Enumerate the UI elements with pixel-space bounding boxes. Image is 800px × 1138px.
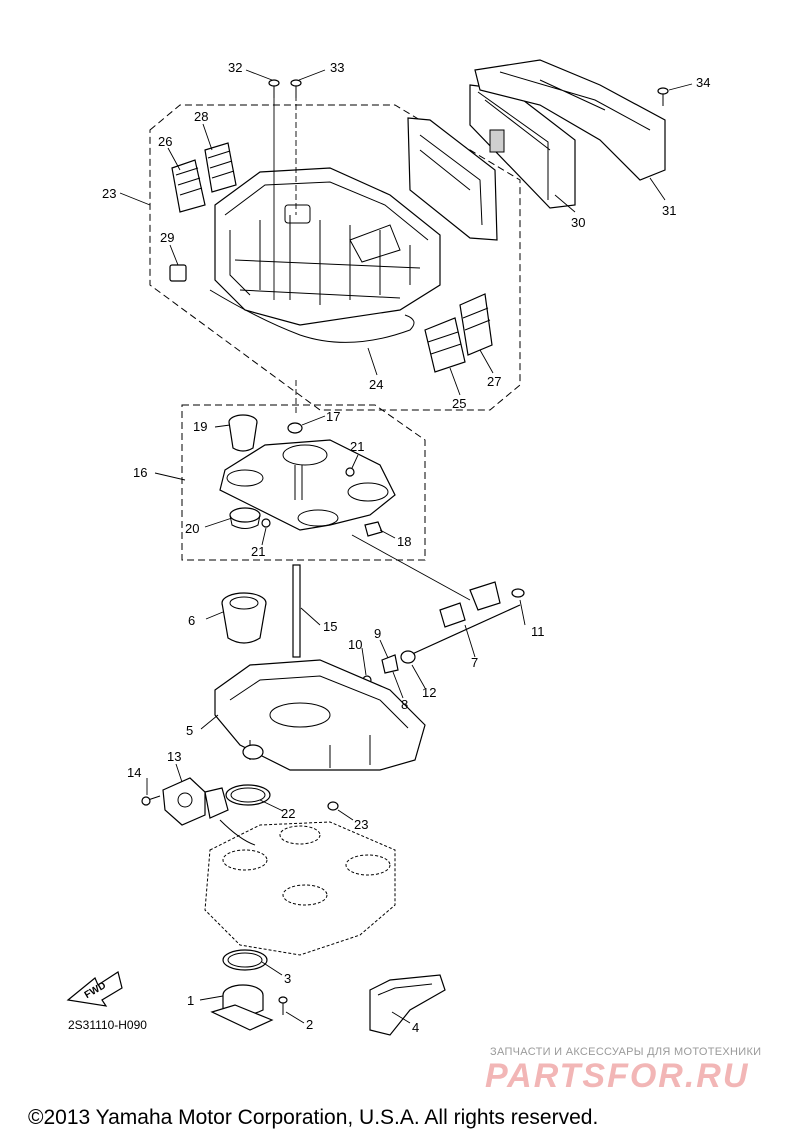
throttle-body-ghost xyxy=(204,821,396,956)
callout-1: 1 xyxy=(187,993,194,1008)
callout-21a: 21 xyxy=(350,439,364,454)
callout-14: 14 xyxy=(127,765,141,780)
callout-23: 23 xyxy=(354,817,368,832)
callout-4: 4 xyxy=(412,1020,419,1035)
callout-9: 9 xyxy=(374,626,381,641)
funnel-6 xyxy=(221,592,267,644)
callout-32: 31 xyxy=(662,203,676,218)
pipe-15 xyxy=(292,564,301,658)
callout-34: 33 xyxy=(330,60,344,75)
air-filter-element xyxy=(469,84,576,209)
callout-17: 17 xyxy=(326,409,340,424)
callout-7: 7 xyxy=(471,655,478,670)
callout-5: 5 xyxy=(186,723,193,738)
small-elements xyxy=(169,142,493,373)
callout-18: 18 xyxy=(397,534,411,549)
callout-8: 8 xyxy=(401,697,408,712)
grommets xyxy=(261,422,383,537)
callout-20: 20 xyxy=(185,521,199,536)
callout-21b: 21 xyxy=(251,544,265,559)
callout-28: 27 xyxy=(487,374,501,389)
callout-25: 24 xyxy=(369,377,383,392)
callout-22: 22 xyxy=(281,806,295,821)
callout-2: 2 xyxy=(306,1017,313,1032)
throttle-shaft xyxy=(362,581,525,685)
filter-frame xyxy=(407,117,498,241)
callout-27: 26 xyxy=(158,134,172,149)
air-filter-case-upper xyxy=(214,167,441,326)
o-rings xyxy=(225,784,339,811)
case-gasket xyxy=(209,289,415,343)
callout-11: 11 xyxy=(531,624,545,639)
group-outline-24 xyxy=(149,104,521,411)
callout-10: 10 xyxy=(348,637,362,652)
callout-30: 29 xyxy=(160,230,174,245)
callout-31: 30 xyxy=(571,215,585,230)
diagram-code: 2S31110-H090 xyxy=(68,1018,147,1032)
side-cover xyxy=(369,974,446,1036)
callout-13: 13 xyxy=(167,749,181,764)
watermark-tagline: ЗАПЧАСТИ И АКСЕССУАРЫ ДЛЯ МОТОТЕХНИКИ xyxy=(490,1046,761,1058)
watermark-logo: PARTSFOR.RU xyxy=(485,1057,749,1095)
copyright-notice: ©2013 Yamaha Motor Corporation, U.S.A. A… xyxy=(28,1106,598,1129)
leader-lines xyxy=(119,69,693,1024)
callout-29: 28 xyxy=(194,109,208,124)
fwd-arrow-icon: FWD xyxy=(66,971,123,1007)
intake-sensor xyxy=(141,777,256,846)
callout-33: 32 xyxy=(228,60,242,75)
intake-joint xyxy=(210,949,288,1031)
joint-plate xyxy=(219,439,396,531)
callout-3: 3 xyxy=(284,971,291,986)
callout-16: 16 xyxy=(133,465,147,480)
air-filter-case-lower xyxy=(214,659,426,771)
group-outline-16 xyxy=(181,404,426,561)
callout-labels: 32 33 34 30 31 23 26 28 29 24 25 27 17 1… xyxy=(102,60,710,1035)
callout-15: 15 xyxy=(323,619,337,634)
callout-19: 19 xyxy=(193,419,207,434)
funnels-19-20 xyxy=(228,414,261,529)
callout-12: 12 xyxy=(422,685,436,700)
callout-35: 34 xyxy=(696,75,710,90)
callout-26: 25 xyxy=(452,396,466,411)
callout-24: 23 xyxy=(102,186,116,201)
screws-top xyxy=(268,79,669,106)
element-cover xyxy=(474,59,666,181)
callout-6: 6 xyxy=(188,613,195,628)
